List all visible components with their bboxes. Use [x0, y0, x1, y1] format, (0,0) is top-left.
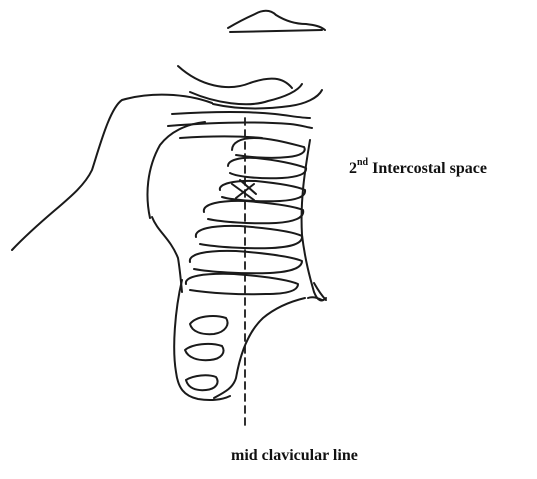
clavicle-mid — [168, 123, 312, 128]
clavicle-upper — [172, 112, 310, 118]
chin-baseline — [230, 30, 322, 32]
rib-margin-curve — [308, 283, 326, 300]
midclavicular-label: mid clavicular line — [231, 447, 358, 465]
intercostal-suffix: nd — [357, 157, 368, 168]
sternum-outline — [302, 140, 326, 300]
rib-2 — [228, 158, 306, 178]
lower-rib-1 — [190, 316, 228, 334]
shoulder-outline — [12, 95, 212, 250]
intercostal-space-label: 2nd Intercostal space — [349, 160, 487, 178]
intercostal-text: Intercostal space — [368, 160, 487, 177]
chin-outline — [228, 11, 325, 30]
neck-line-1 — [178, 66, 292, 88]
lower-rib-2 — [185, 344, 224, 360]
rib-6 — [190, 251, 302, 273]
neck-line-3 — [213, 90, 322, 108]
rib-4 — [204, 201, 303, 223]
armpit-curve — [152, 217, 182, 292]
intercostal-ordinal: 2 — [349, 160, 357, 177]
lower-torso-outline — [174, 280, 230, 400]
rib-1 — [232, 138, 305, 158]
lower-rib-3 — [186, 375, 218, 390]
rib-7 — [186, 274, 298, 294]
rib-5 — [196, 226, 302, 248]
costal-margin — [214, 298, 305, 398]
